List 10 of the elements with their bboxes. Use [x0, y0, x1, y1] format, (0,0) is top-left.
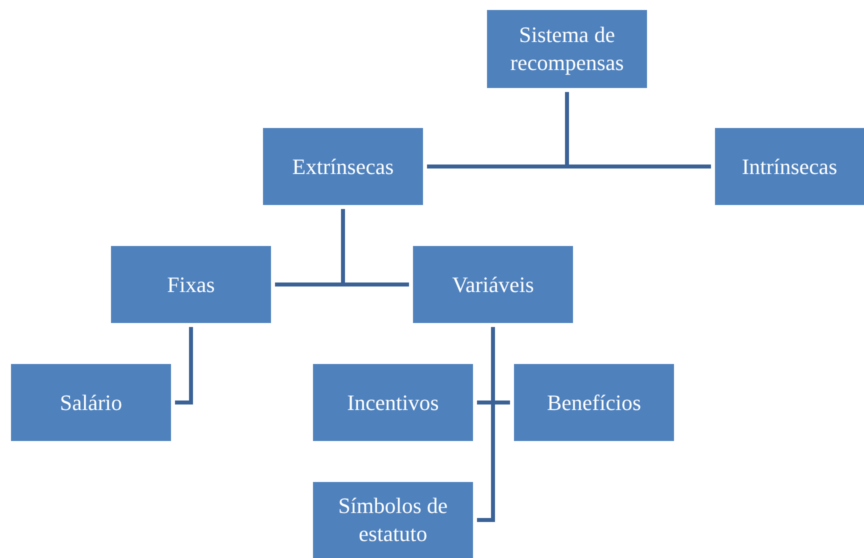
category-box: Fixas — [111, 246, 271, 323]
category-box: Variáveis — [413, 246, 573, 323]
category-box: Salário — [11, 364, 171, 441]
category-box: Extrínsecas — [263, 128, 423, 205]
category-box: Sistema de recompensas — [487, 10, 647, 88]
category-box: Símbolos de estatuto — [313, 482, 473, 558]
connector-line — [175, 327, 193, 404]
category-box: Benefícios — [514, 364, 674, 441]
category-box: Incentivos — [313, 364, 473, 441]
category-box: Intrínsecas — [715, 128, 864, 205]
